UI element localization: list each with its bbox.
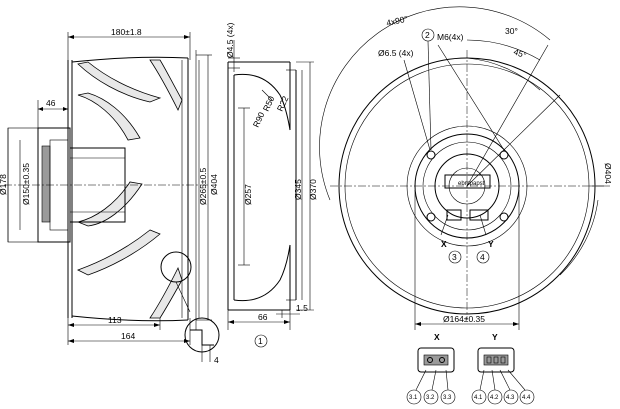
pin-3-3: 3.3 xyxy=(440,389,456,405)
dim-bore-outer: Ø178 xyxy=(0,174,8,195)
dim-66: 66 xyxy=(258,312,268,322)
dim-blade-dia: Ø265±0.5 xyxy=(198,167,208,205)
brand-label: ebmpapst xyxy=(458,181,485,187)
pin-4-2: 4.2 xyxy=(487,389,503,405)
dim-r90: R90 xyxy=(251,110,267,129)
svg-text:3.2: 3.2 xyxy=(426,395,435,401)
front-dim-404: Ø404 xyxy=(603,163,613,184)
dim-r50: R50 xyxy=(261,94,277,113)
dim-holes: Ø4.5 (4x) xyxy=(225,22,235,58)
callout-1: 1 xyxy=(258,336,263,346)
dim-bottom-2: 164 xyxy=(121,331,135,341)
detail-y-title: Y xyxy=(492,332,498,342)
dim-257: Ø257 xyxy=(243,184,253,205)
detail-x-title: X xyxy=(434,332,440,342)
hole-dia: Ø6.5 (4x) xyxy=(378,48,414,58)
side-view: 180±1.8 46 Ø178 xyxy=(0,27,220,365)
dim-outer-dia: Ø404 xyxy=(209,174,219,195)
svg-text:4.2: 4.2 xyxy=(490,395,499,401)
section-view: Ø4.5 (4x) R50 R22 R90 Ø257 Ø345 Ø370 66 … xyxy=(225,22,318,348)
pin-4-1: 4.1 xyxy=(471,389,487,405)
dim-bottom-1: 113 xyxy=(108,315,122,325)
thread-label: M6(4x) xyxy=(437,32,464,42)
dim-hub: 46 xyxy=(46,98,56,108)
dim-15: 1.5 xyxy=(296,303,308,313)
svg-text:3.3: 3.3 xyxy=(443,395,452,401)
svg-text:4.1: 4.1 xyxy=(474,395,483,401)
pin-3-2: 3.2 xyxy=(423,389,439,405)
callout-4: 4 xyxy=(480,252,485,262)
angle-45: 45° xyxy=(512,46,528,60)
svg-text:4.4: 4.4 xyxy=(522,395,531,401)
pin-3-1: 3.1 xyxy=(406,389,422,405)
pin-4-4: 4.4 xyxy=(519,389,535,405)
y-marker: Y xyxy=(488,239,494,249)
dim-bore-inner: Ø150±0.35 xyxy=(21,163,31,205)
connector-details: X Y 3.1 3.2 3.3 xyxy=(406,332,535,405)
pin-4-3: 4.3 xyxy=(503,389,519,405)
dim-width-total: 180±1.8 xyxy=(111,27,142,37)
x-marker: X xyxy=(441,239,447,249)
angle-30: 30° xyxy=(505,26,518,36)
dim-r22: R22 xyxy=(275,94,291,113)
dim-164: Ø164±0.35 xyxy=(443,314,485,324)
front-view: ebmpapst 4x90° 30° 45° 2 M6(4x) Ø6.5 (4x… xyxy=(319,6,613,330)
dim-370: Ø370 xyxy=(308,179,318,200)
callout-3: 3 xyxy=(452,252,457,262)
callout-2: 2 xyxy=(425,30,430,40)
dim-detail: 4 xyxy=(214,355,219,365)
svg-text:4.3: 4.3 xyxy=(506,395,515,401)
dim-345: Ø345 xyxy=(293,179,303,200)
angle-4x90: 4x90° xyxy=(385,14,408,28)
svg-text:3.1: 3.1 xyxy=(409,395,418,401)
